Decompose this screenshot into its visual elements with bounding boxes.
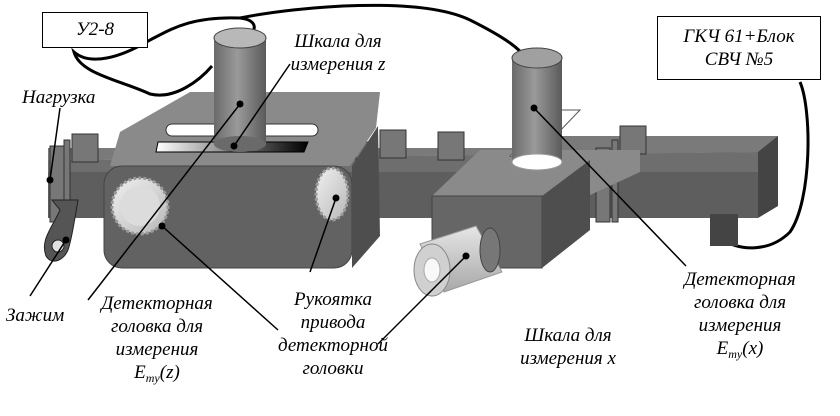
gear-knob-left bbox=[110, 176, 170, 236]
gkch-label-line2: СВЧ №5 bbox=[704, 49, 774, 70]
detector-head-x bbox=[511, 47, 563, 171]
handle-line3: детекторной bbox=[278, 335, 388, 356]
load-label: Нагрузка bbox=[22, 87, 96, 108]
handle-tube-x bbox=[413, 225, 503, 297]
device-u2-label: У2-8 bbox=[75, 19, 115, 40]
detector-x-line1: Детекторная bbox=[684, 269, 796, 290]
detector-x-line3: измерения bbox=[698, 315, 782, 336]
scale-x-label: Шкала для измерения x bbox=[498, 324, 638, 370]
handle-line1: Рукоятка bbox=[294, 289, 372, 310]
leader-dots bbox=[46, 100, 538, 260]
scale-z-label-line1: Шкала для bbox=[294, 31, 382, 52]
scale-z-label-line2: измерения z bbox=[290, 54, 386, 75]
scale-x-line1: Шкала для bbox=[524, 325, 612, 346]
carriage-x-side bbox=[542, 160, 590, 268]
carriage-z-side bbox=[352, 126, 380, 268]
detector-x-line2: головка для bbox=[693, 292, 787, 313]
device-u2-box: У2-8 bbox=[42, 12, 148, 48]
detector-x-formula: Emy(x) bbox=[716, 338, 764, 361]
detector-x-label: Детекторная головка для измерения Emy(x) bbox=[660, 268, 820, 366]
handle-line4: головки bbox=[302, 358, 364, 379]
scale-z-label: Шкала для измерения z bbox=[278, 30, 398, 76]
gkch-box: ГКЧ 61+Блок СВЧ №5 bbox=[657, 16, 821, 80]
cable-gkch bbox=[719, 81, 810, 250]
gkch-label-line1: ГКЧ 61+Блок bbox=[683, 26, 795, 47]
detector-head-z bbox=[213, 27, 267, 152]
gear-knob-right bbox=[314, 166, 350, 222]
leader-lines bbox=[29, 63, 687, 345]
handle-label: Рукоятка привода детекторной головки bbox=[258, 288, 408, 380]
scale-x-line2: измерения x bbox=[520, 348, 616, 369]
detector-z-label: Детекторная головка для измерения Emy(z) bbox=[82, 292, 232, 390]
rail-end-pipe bbox=[710, 214, 738, 246]
handle-line2: привода bbox=[300, 312, 366, 333]
detector-z-formula: Emy(z) bbox=[134, 362, 180, 385]
cable-top bbox=[239, 3, 528, 59]
clamp-label: Зажим bbox=[6, 305, 65, 326]
detector-z-line3: измерения bbox=[115, 339, 199, 360]
detector-z-line1: Детекторная bbox=[101, 293, 213, 314]
detector-z-line2: головка для bbox=[110, 316, 204, 337]
rail-end bbox=[758, 136, 778, 218]
